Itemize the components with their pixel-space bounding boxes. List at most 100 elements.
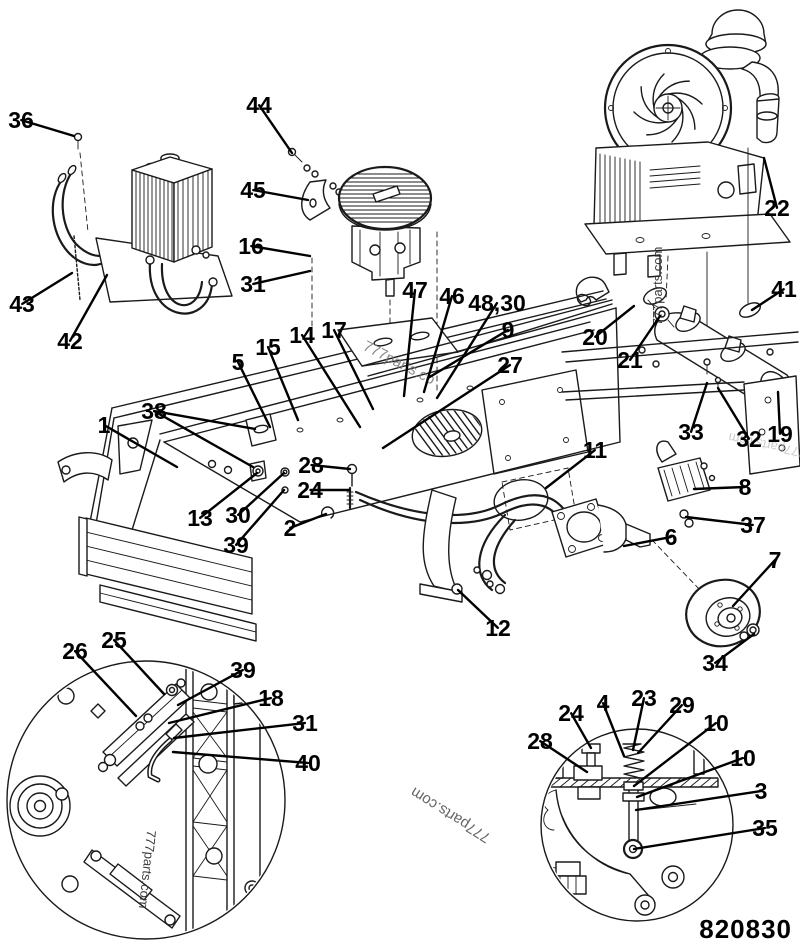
callout-23: 23 — [631, 685, 657, 711]
watermark-text: 777parts.com — [650, 247, 665, 326]
fitting-28-detail — [573, 765, 603, 781]
leader-line-2 — [289, 512, 328, 530]
leader-line-3 — [634, 789, 763, 812]
engine — [584, 9, 791, 359]
callout-13: 13 — [187, 505, 213, 531]
callout-37: 37 — [740, 512, 766, 538]
leader-line-33 — [689, 381, 709, 433]
leader-line-4 — [601, 702, 626, 758]
callout-17: 17 — [321, 317, 347, 343]
leader-line-30 — [236, 471, 286, 517]
leader-line-26 — [73, 649, 138, 718]
leader-line-36 — [20, 118, 76, 138]
callout-20: 20 — [582, 324, 608, 350]
callout-43: 43 — [9, 291, 35, 317]
callout-47: 47 — [402, 277, 428, 303]
callout-39: 39 — [223, 532, 249, 558]
chain-43 — [73, 235, 81, 301]
callout-1: 1 — [98, 412, 111, 438]
leader-line-25 — [112, 638, 166, 696]
callout-7: 7 — [769, 547, 782, 573]
leader-line-31 — [252, 269, 312, 286]
callout-28: 28 — [527, 728, 553, 754]
leader-line-28 — [310, 463, 352, 471]
leader-line-39 — [234, 488, 286, 547]
leader-line-42 — [68, 273, 109, 343]
pump-fan-assembly — [287, 147, 438, 391]
leader-line-5 — [236, 360, 272, 429]
callout-22: 22 — [764, 195, 790, 221]
callout-48,30: 48,30 — [468, 290, 526, 316]
leader-line-29 — [636, 703, 684, 755]
callout-36: 36 — [8, 107, 34, 133]
callout-4: 4 — [597, 690, 610, 716]
callout-10: 10 — [703, 710, 729, 736]
callout-34: 34 — [702, 650, 728, 676]
callout-5: 5 — [232, 349, 245, 375]
callout-12: 12 — [485, 615, 511, 641]
callout-40: 40 — [295, 750, 321, 776]
callout-14: 14 — [289, 322, 315, 348]
callout-8: 8 — [739, 474, 752, 500]
leader-line-20 — [594, 304, 636, 338]
leader-line-6 — [622, 535, 672, 548]
leader-line-37 — [684, 515, 754, 527]
leader-line-35 — [632, 826, 767, 851]
leader-line-10 — [632, 721, 718, 788]
callout-27: 27 — [497, 352, 523, 378]
leader-line-31 — [172, 721, 307, 740]
leader-line-10 — [635, 756, 745, 799]
leader-line-28 — [539, 739, 589, 774]
callout-26: 26 — [62, 638, 88, 664]
callout-9: 9 — [502, 317, 515, 343]
callout-16: 16 — [238, 233, 264, 259]
callout-41: 41 — [771, 276, 797, 302]
leader-line-48,30 — [435, 301, 499, 400]
callout-45: 45 — [240, 177, 266, 203]
brake-caliper — [656, 440, 716, 528]
leader-line-14 — [300, 333, 362, 429]
leader-line-38 — [152, 409, 257, 431]
callout-6: 6 — [665, 524, 678, 550]
leader-line-34 — [714, 632, 756, 664]
leader-line-38 — [152, 409, 255, 469]
callout-18: 18 — [258, 685, 284, 711]
leader-line-12 — [456, 588, 499, 629]
leader-line-27 — [381, 363, 512, 450]
callout-33: 33 — [678, 419, 704, 445]
callout-15: 15 — [255, 334, 281, 360]
callout-10: 10 — [730, 745, 756, 771]
leader-line-44 — [257, 104, 294, 155]
callout-35: 35 — [752, 815, 778, 841]
callout-28: 28 — [298, 452, 324, 478]
leader-line-39 — [176, 668, 244, 707]
callout-21: 21 — [617, 347, 643, 373]
callout-39: 39 — [230, 657, 256, 683]
watermark-text: 777parts.com — [136, 830, 159, 910]
leader-line-45 — [252, 188, 310, 202]
leader-line-17 — [332, 328, 375, 411]
callout-31: 31 — [292, 710, 318, 736]
callout-38: 38 — [141, 398, 167, 424]
callout-46: 46 — [439, 283, 465, 309]
spring-4 — [622, 743, 645, 779]
callout-24: 24 — [297, 477, 323, 503]
callout-29: 29 — [669, 692, 695, 718]
callout-31: 31 — [240, 271, 266, 297]
main-frame — [57, 290, 800, 642]
leader-line-19 — [776, 390, 782, 435]
callout-32: 32 — [736, 426, 762, 452]
leader-line-24 — [569, 712, 593, 750]
callout-30: 30 — [225, 502, 251, 528]
part-number: 820830 — [699, 914, 792, 944]
callout-2: 2 — [284, 515, 297, 541]
callout-24: 24 — [558, 700, 584, 726]
leader-line-22 — [762, 156, 779, 209]
leader-line-9 — [426, 328, 510, 380]
callout-42: 42 — [57, 328, 83, 354]
exhaust-gasket — [643, 287, 667, 305]
leader-line-47 — [402, 288, 417, 398]
